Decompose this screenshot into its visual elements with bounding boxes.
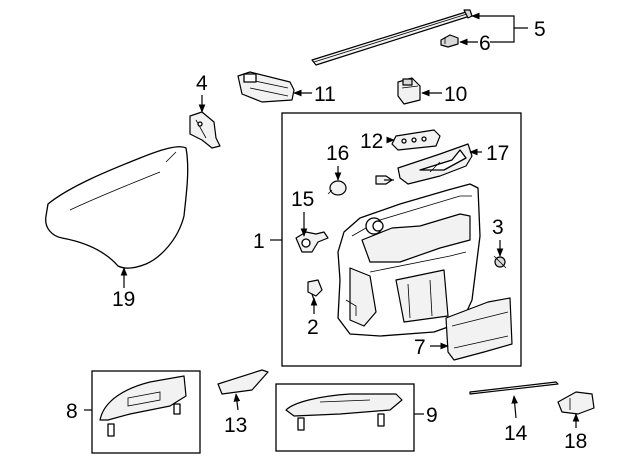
callout-17: 17 xyxy=(486,142,509,165)
callout-1: 1 xyxy=(253,230,265,253)
callout-4: 4 xyxy=(196,72,208,95)
strip-13 xyxy=(217,369,269,395)
retainer xyxy=(295,231,329,253)
part-9-group-box xyxy=(275,383,415,452)
door-trim-panel xyxy=(337,183,481,337)
callout-14: 14 xyxy=(504,422,528,445)
callout-19: 19 xyxy=(112,288,135,311)
watershield xyxy=(45,146,189,269)
callout-18: 18 xyxy=(564,430,587,453)
callout-9: 9 xyxy=(426,404,438,427)
callout-16: 16 xyxy=(326,142,349,165)
switch-bezel xyxy=(391,129,441,151)
callout-6: 6 xyxy=(479,32,491,55)
screw xyxy=(375,175,394,185)
strip-14 xyxy=(469,381,559,395)
callout-8: 8 xyxy=(66,400,78,423)
callout-10: 10 xyxy=(444,83,467,106)
part-8-group-box xyxy=(91,370,201,454)
callout-11: 11 xyxy=(314,83,336,106)
armrest-switch-panel xyxy=(397,143,473,185)
mirror-switch xyxy=(237,71,295,103)
panel-9 xyxy=(285,393,403,431)
bracket xyxy=(189,111,221,149)
callout-5: 5 xyxy=(534,18,546,41)
panel-8 xyxy=(99,375,187,437)
clip-2 xyxy=(307,279,323,301)
clip-3 xyxy=(493,255,507,269)
callout-12: 12 xyxy=(360,130,383,153)
leader-lines xyxy=(84,12,580,428)
callout-3: 3 xyxy=(492,216,504,239)
callout-15: 15 xyxy=(291,188,314,211)
door-pocket xyxy=(445,297,513,361)
callout-7: 7 xyxy=(414,336,426,359)
callout-2: 2 xyxy=(307,316,319,339)
weatherstrip-clip xyxy=(440,34,459,48)
cap xyxy=(327,180,347,196)
callout-13: 13 xyxy=(224,414,247,437)
clip-18 xyxy=(557,391,595,415)
small-switch xyxy=(397,77,421,105)
belt-weatherstrip xyxy=(311,9,473,66)
